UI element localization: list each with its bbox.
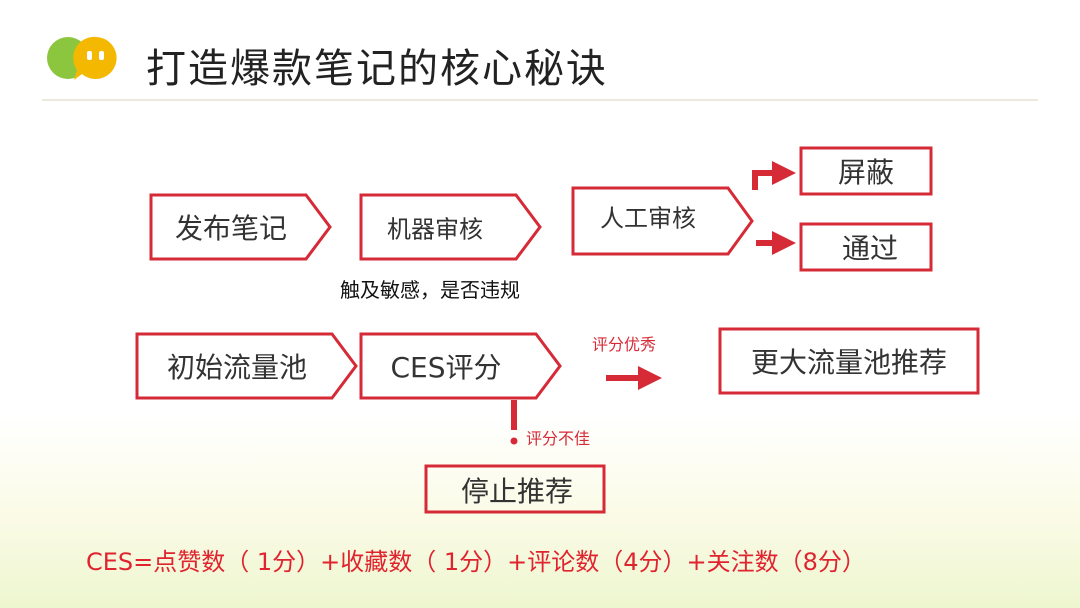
node-machine-review: 机器审核	[387, 215, 483, 244]
chat-bubbles-icon	[47, 36, 117, 80]
node-bigger-pool-shape	[718, 327, 980, 395]
node-human-review: 人工审核	[600, 204, 696, 233]
title-divider	[42, 99, 1038, 101]
node-stop-shape	[424, 464, 606, 514]
node-stop: 停止推荐	[460, 475, 574, 508]
node-pass-shape	[799, 222, 933, 272]
ces-formula: CES=点赞数（ 1分）+收藏数（ 1分）+评论数（4分）+关注数（8分）	[86, 548, 866, 576]
node-publish: 发布笔记	[174, 212, 288, 245]
node-ces-score-shape	[359, 332, 562, 400]
logo	[46, 34, 118, 82]
note-score-bad: 评分不佳	[526, 429, 591, 448]
node-bigger-pool: 更大流量池推荐	[750, 346, 948, 379]
stop-dot	[510, 437, 518, 445]
note-score-good: 评分优秀	[592, 335, 657, 354]
node-ces-score: CES评分	[390, 351, 502, 384]
node-initial-pool-shape	[135, 332, 358, 400]
note-machine-check: 触及敏感，是否违规	[340, 278, 520, 302]
node-publish-shape	[149, 193, 332, 261]
node-block: 屏蔽	[837, 156, 895, 189]
node-human-review-shape	[571, 186, 754, 256]
node-initial-pool: 初始流量池	[166, 351, 308, 384]
node-block-shape	[799, 146, 933, 196]
page-title: 打造爆款笔记的核心秘诀	[146, 46, 608, 92]
node-pass: 通过	[841, 232, 899, 265]
node-machine-review-shape	[359, 193, 542, 261]
arrow-to-block	[752, 161, 796, 190]
